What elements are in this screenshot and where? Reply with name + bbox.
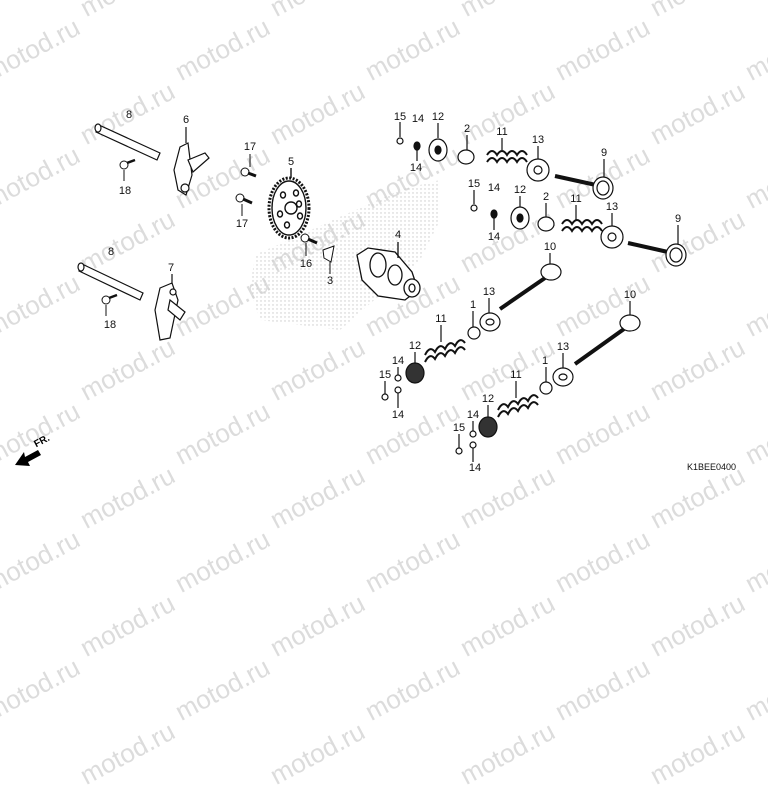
part-callout-11: 11 [435,313,447,325]
part-callout-10: 10 [623,289,637,301]
watermark-text: motod.ru [455,587,560,663]
part-callout-17: 17 [243,141,257,153]
plate-3 [322,245,335,274]
valve-set-row4 [455,301,641,462]
cylinder-head-shading [250,180,440,330]
part-callout-16: 16 [299,258,313,270]
part-callout-15: 15 [467,178,481,190]
bolt-17-lower [235,193,253,216]
watermark-text: motod.ru [360,651,465,727]
part-callout-2: 2 [463,123,471,135]
rocker-arm-7 [154,274,186,341]
part-callout-8: 8 [107,246,115,258]
diagram-drawing [15,122,687,466]
part-callout-14: 14 [411,113,425,125]
cam-sprocket-5 [267,168,311,240]
part-callout-14: 14 [391,409,405,421]
part-callout-1: 1 [469,299,477,311]
part-callout-14: 14 [391,355,405,367]
part-callout-10: 10 [543,241,557,253]
part-callout-18: 18 [118,185,132,197]
part-callout-12: 12 [408,340,422,352]
watermark-text: motod.ru [645,715,750,791]
part-callout-6: 6 [182,114,190,126]
part-callout-14: 14 [468,462,482,474]
part-callout-13: 13 [531,134,545,146]
part-callout-12: 12 [431,111,445,123]
watermark-text: motod.ru [0,651,85,727]
bolt-17-upper [240,154,257,178]
watermark-text: motod.ru [265,587,370,663]
watermark-text: motod.ru [455,715,560,791]
part-callout-18: 18 [103,319,117,331]
part-callout-17: 17 [235,218,249,230]
watermark-text: motod.ru [75,715,180,791]
watermark-text: motod.ru [170,651,275,727]
part-callout-3: 3 [326,275,334,287]
valve-set-row1 [396,122,614,200]
part-callout-15: 15 [452,422,466,434]
bolt-16 [300,233,318,256]
watermark-text: motod.ru [265,715,370,791]
part-callout-11: 11 [496,126,508,138]
part-callout-13: 13 [556,341,570,353]
part-callout-5: 5 [287,156,295,168]
diagram-code: K1BEE0400 [687,462,737,472]
part-callout-14: 14 [487,231,501,243]
part-callout-11: 11 [570,193,582,205]
watermark-text: motod.ru [740,651,768,727]
watermark-text: motod.ru [550,651,655,727]
part-callout-14: 14 [409,162,423,174]
watermark-text: motod.ru [645,587,750,663]
part-callout-9: 9 [600,147,608,159]
rocker-arm-6 [173,127,210,196]
rocker-shaft-lower [77,262,144,301]
part-callout-15: 15 [393,111,407,123]
valve-set-row2 [470,190,687,267]
part-callout-13: 13 [482,286,496,298]
part-callout-14: 14 [487,182,501,194]
bolt-18-lower [101,293,118,316]
part-callout-12: 12 [513,184,527,196]
part-callout-14: 14 [466,409,480,421]
part-callout-11: 11 [510,369,522,381]
camshaft-4 [356,242,421,301]
rocker-shaft-upper [94,123,161,161]
part-callout-8: 8 [125,109,133,121]
part-callout-15: 15 [378,369,392,381]
valve-set-row3 [381,253,562,408]
part-callout-2: 2 [542,191,550,203]
part-callout-4: 4 [394,229,402,241]
part-callout-12: 12 [481,393,495,405]
part-callout-9: 9 [674,213,682,225]
part-callout-1: 1 [541,355,549,367]
part-callout-13: 13 [605,201,619,213]
part-callout-7: 7 [167,262,175,274]
watermark-text: motod.ru [75,587,180,663]
bolt-18-upper [119,158,136,181]
front-direction-arrow-icon [15,450,41,466]
